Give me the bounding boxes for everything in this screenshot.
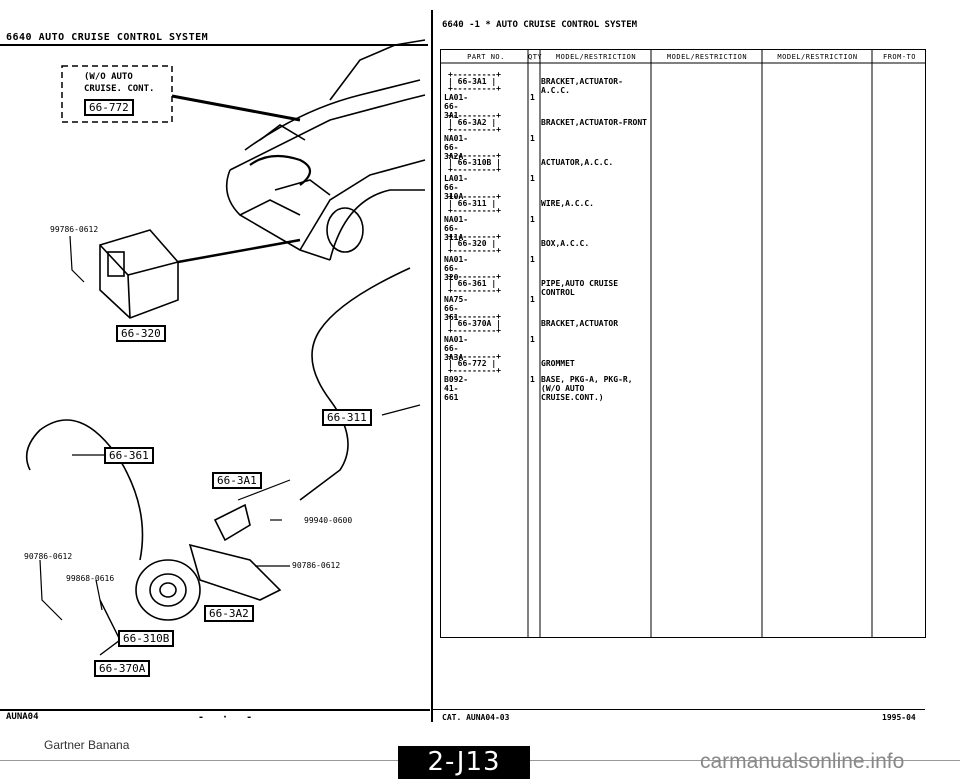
label-99868-0616: 99868-0616 — [66, 574, 115, 583]
parts-table-grid — [440, 49, 926, 638]
acc-box-drawing — [99, 229, 179, 319]
row-part-no: NA75-66-361 — [444, 295, 469, 322]
row-part-no: NA01-66-3A3A — [444, 335, 469, 362]
row-part-no: NA01-66-311A — [444, 215, 469, 242]
row-desc: BOX,A.C.C. — [541, 239, 590, 248]
parts-diagram — [25, 39, 426, 656]
row-part-no: B092-41-661 — [444, 375, 469, 402]
inset-box — [61, 65, 173, 123]
row-desc: ACTUATOR,A.C.C. — [541, 158, 614, 167]
inset-text-2: CRUISE. CONT. — [84, 84, 155, 94]
site-watermark: carmanualsonline.info — [700, 750, 905, 773]
row-box: 66-370A — [457, 319, 492, 328]
row-part-no: NA01-66-320 — [444, 255, 469, 282]
row-qty: 1 — [530, 215, 535, 224]
bottom-rule-right — [433, 709, 925, 710]
pipe-drawing — [25, 419, 144, 561]
label-90786-0612-left: 90786-0612 — [24, 552, 73, 561]
row-desc: BRACKET,ACTUATOR-FRONT — [541, 118, 647, 127]
bottom-dashes: - · - — [198, 712, 259, 723]
header-from-to: FROM-TO — [882, 53, 916, 61]
bottom-rule-left — [0, 709, 430, 711]
leader-box — [177, 238, 301, 264]
row-qty: 1 — [530, 295, 535, 304]
row-part-no: LA01-66-3A1 — [444, 93, 469, 120]
header-model-3: MODEL/RESTRICTION — [777, 53, 858, 61]
row-desc-extra: BASE, PKG-A, PKG-R, (W/O AUTO CRUISE.CON… — [541, 375, 633, 402]
row-box: 66-310B — [457, 158, 492, 167]
table-title: 6640 -1 * AUTO CRUISE CONTROL SYSTEM — [442, 20, 638, 30]
header-model-1: MODEL/RESTRICTION — [555, 53, 637, 61]
callout-66-310B: 66-310B — [118, 630, 175, 647]
label-90786-0612-right: 90786-0612 — [292, 561, 341, 570]
header-model-2: MODEL/RESTRICTION — [666, 53, 748, 61]
callout-66-370A: 66-370A — [94, 660, 151, 677]
row-qty: 1 — [530, 93, 535, 102]
header-part-no: PART NO. — [467, 53, 505, 61]
callout-66-320: 66-320 — [116, 325, 166, 342]
leader-inset — [171, 94, 301, 122]
title-rule — [0, 44, 428, 46]
row-desc: BRACKET,ACTUATOR-A.C.C. — [541, 77, 623, 95]
cable-wire — [299, 267, 411, 501]
catalog-code: CAT. AUNA04-03 — [442, 713, 510, 722]
callout-66-772: 66-772 — [84, 99, 134, 116]
row-box: 66-361 — [457, 279, 487, 288]
callout-66-3A2: 66-3A2 — [204, 605, 254, 622]
illustration-panel: 6640 AUTO CRUISE CONTROL SYSTEM — [0, 0, 430, 722]
inset-text-1: (W/O AUTO — [84, 72, 133, 82]
actuator-drawing — [135, 503, 282, 621]
row-box: 66-311 — [457, 199, 487, 208]
row-qty: 1 — [530, 335, 535, 344]
row-box: 66-320 — [457, 239, 487, 248]
row-desc: PIPE,AUTO CRUISE CONTROL — [541, 279, 619, 297]
row-box: 66-3A1 — [457, 77, 487, 86]
center-divider — [431, 10, 433, 722]
catalog-date: 1995-04 — [882, 713, 916, 722]
page-number-tab: 2-J13 — [398, 746, 530, 779]
row-qty: 1 — [530, 174, 535, 183]
section-title: 6640 AUTO CRUISE CONTROL SYSTEM — [6, 32, 209, 43]
row-desc: GROMMET — [541, 359, 575, 368]
row-desc: BRACKET,ACTUATOR — [541, 319, 619, 328]
car-drawing — [225, 39, 426, 261]
header-qty: QTY — [528, 53, 543, 61]
callout-66-3A1: 66-3A1 — [212, 472, 262, 489]
illustration-code: AUNA04 — [6, 712, 39, 722]
footer-watermark: Gartner Banana — [44, 738, 130, 752]
row-part-no: NA01-66-3A2A — [444, 134, 469, 161]
bracket-drawing — [99, 599, 121, 656]
row-box: 66-3A2 — [457, 118, 487, 127]
label-99940-0600: 99940-0600 — [304, 516, 353, 525]
callout-66-361: 66-361 — [104, 447, 154, 464]
callout-66-311: 66-311 — [322, 409, 372, 426]
row-box: 66-772 — [457, 359, 487, 368]
row-desc: WIRE,A.C.C. — [541, 199, 594, 208]
row-qty: 1 — [530, 255, 535, 264]
row-part-no: LA01-66-310A — [444, 174, 469, 201]
label-99786-0612: 99786-0612 — [50, 225, 99, 234]
row-qty: 1 — [530, 375, 535, 384]
row-qty: 1 — [530, 134, 535, 143]
